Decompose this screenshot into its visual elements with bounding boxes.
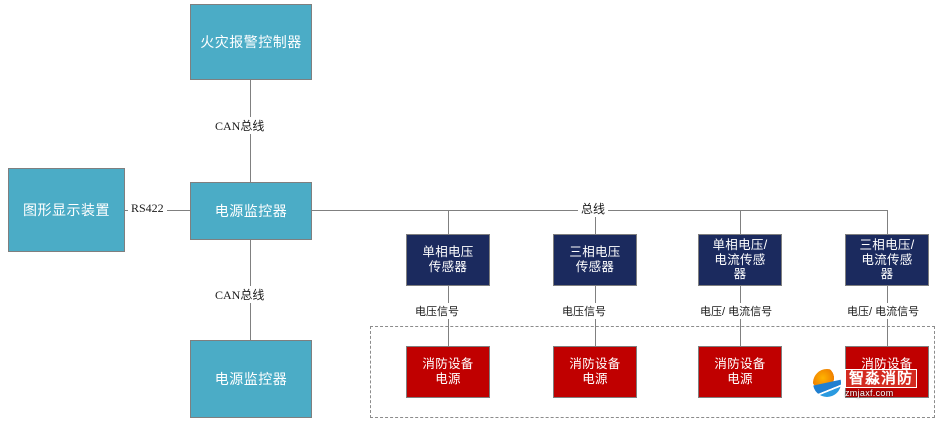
signal-label-1: 电压信号	[412, 303, 462, 319]
edge-label-rs422: RS422	[128, 201, 167, 216]
node-power-monitor-main[interactable]: 电源监控器	[190, 182, 312, 240]
node-power-supply-2[interactable]: 消防设备 电源	[553, 346, 637, 398]
connector-bus-drop-2	[595, 210, 596, 234]
node-sensor-3[interactable]: 单相电压/ 电流传感 器	[698, 234, 782, 286]
connector-bus-drop-3	[740, 210, 741, 234]
node-sensor-1[interactable]: 单相电压 传感器	[406, 234, 490, 286]
edge-label-can-bus-bottom: CAN总线	[212, 286, 268, 303]
power-supply-group-frame	[370, 326, 935, 418]
node-fire-alarm-controller[interactable]: 火灾报警控制器	[190, 4, 312, 80]
node-power-monitor-sub[interactable]: 电源监控器	[190, 340, 312, 418]
node-sensor-2[interactable]: 三相电压 传感器	[553, 234, 637, 286]
node-sensor-4[interactable]: 三相电压/ 电流传感 器	[845, 234, 929, 286]
edge-label-bus: 总线	[578, 200, 609, 217]
node-power-supply-3[interactable]: 消防设备 电源	[698, 346, 782, 398]
node-graphic-display[interactable]: 图形显示装置	[8, 168, 125, 252]
edge-label-can-bus-top: CAN总线	[212, 117, 268, 134]
node-power-supply-1[interactable]: 消防设备 电源	[406, 346, 490, 398]
signal-label-3: 电压/ 电流信号	[697, 303, 776, 319]
signal-label-2: 电压信号	[559, 303, 609, 319]
connector-bus-drop-4	[887, 210, 888, 234]
signal-label-4: 电压/ 电流信号	[844, 303, 923, 319]
connector-bus-drop-1	[448, 210, 449, 234]
node-power-supply-4[interactable]: 消防设备 电源	[845, 346, 929, 398]
